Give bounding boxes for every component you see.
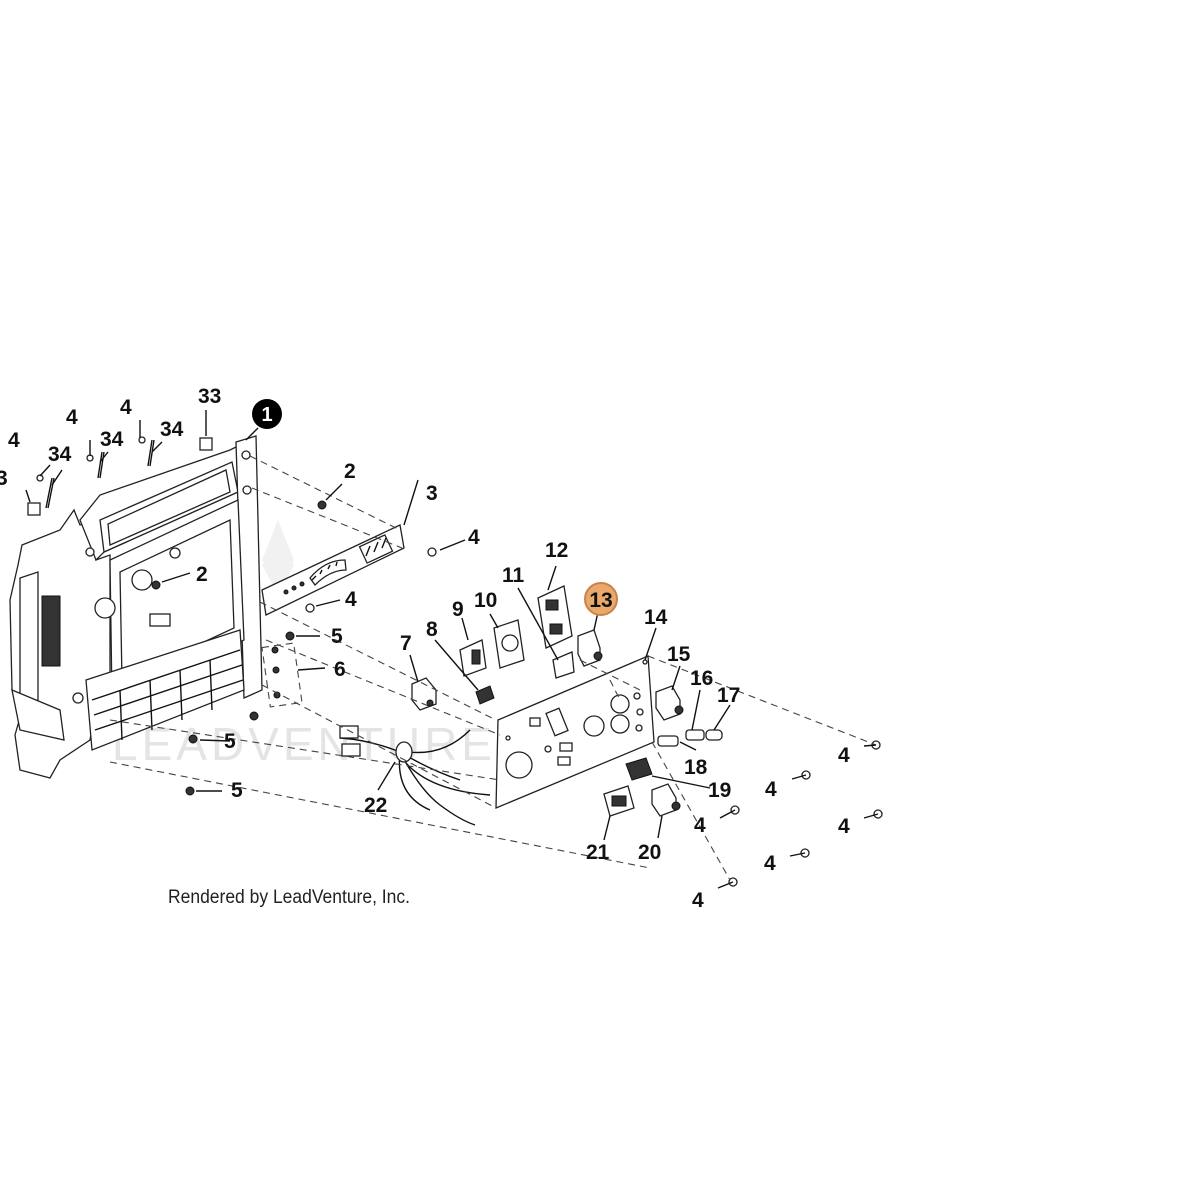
callout-4[interactable]: 4 — [765, 778, 777, 801]
callout-9[interactable]: 9 — [452, 598, 464, 621]
callout-4[interactable]: 4 — [66, 406, 78, 429]
callout-18[interactable]: 18 — [684, 756, 708, 779]
fitting-16[interactable] — [685, 729, 705, 741]
watermark-text: LEADVENTURE — [112, 718, 496, 770]
svg-text:1: 1 — [261, 404, 272, 426]
duplex-outlet-12[interactable] — [537, 585, 573, 649]
callout-22[interactable]: 22 — [364, 794, 387, 817]
watermark-logo — [262, 520, 294, 595]
outlet-10[interactable] — [493, 619, 525, 669]
bracket-11[interactable] — [552, 651, 575, 679]
usb-19[interactable] — [625, 757, 653, 781]
callout-34[interactable]: 34 — [160, 418, 184, 441]
housing-panel[interactable] — [9, 435, 263, 779]
callout-4[interactable]: 4 — [8, 429, 20, 452]
svg-text:13: 13 — [589, 589, 612, 612]
callout-2[interactable]: 2 — [344, 460, 356, 483]
breaker-7[interactable] — [411, 677, 437, 711]
callout-8[interactable]: 8 — [426, 618, 438, 641]
callout-4[interactable]: 4 — [764, 852, 776, 875]
faceplate-decal[interactable] — [261, 524, 405, 616]
callout-10[interactable]: 10 — [474, 589, 497, 612]
callout-13[interactable]: 13 — [584, 582, 618, 616]
callout-17[interactable]: 17 — [717, 684, 740, 707]
hardware-group-6 — [261, 642, 303, 708]
callout-4[interactable]: 4 — [692, 889, 704, 912]
callout-4[interactable]: 4 — [694, 814, 706, 837]
callout-4[interactable]: 4 — [468, 526, 480, 549]
callout-11[interactable]: 11 — [502, 564, 525, 587]
callout-4[interactable]: 4 — [838, 744, 850, 767]
callout-5[interactable]: 5 — [331, 625, 343, 648]
callout-4[interactable]: 4 — [838, 815, 850, 838]
callout-16[interactable]: 16 — [690, 667, 713, 690]
switch-8[interactable] — [475, 685, 495, 705]
fitting-17[interactable] — [705, 729, 723, 741]
assembly-lines — [109, 455, 877, 881]
callout-33[interactable]: 33 — [198, 385, 221, 408]
callout-3[interactable]: 3 — [0, 467, 8, 490]
callout-5[interactable]: 5 — [224, 730, 236, 753]
callout-3[interactable]: 3 — [426, 482, 438, 505]
outlet-9[interactable] — [459, 639, 487, 677]
callout-6[interactable]: 6 — [334, 658, 346, 681]
callout-12[interactable]: 12 — [545, 539, 568, 562]
callout-21[interactable]: 21 — [586, 841, 610, 864]
callout-15[interactable]: 15 — [667, 643, 691, 666]
springs-34 — [45, 439, 155, 509]
callout-4[interactable]: 4 — [120, 396, 132, 419]
callout-2[interactable]: 2 — [196, 563, 208, 586]
callout-5[interactable]: 5 — [231, 779, 243, 802]
render-credit: Rendered by LeadVenture, Inc. — [168, 887, 410, 908]
callout-1[interactable]: 1 — [252, 399, 282, 429]
callout-20[interactable]: 20 — [638, 841, 661, 864]
wire-harness-22[interactable] — [339, 725, 491, 826]
callout-14[interactable]: 14 — [644, 606, 668, 629]
callout-34[interactable]: 34 — [100, 428, 124, 451]
callout-7[interactable]: 7 — [400, 632, 412, 655]
control-panel-plate[interactable] — [495, 655, 655, 809]
breaker-20[interactable] — [651, 783, 681, 817]
leader-lines — [25, 410, 879, 889]
outlet-21[interactable] — [603, 785, 635, 817]
breaker-15[interactable] — [655, 685, 684, 721]
fitting-18[interactable] — [657, 735, 679, 747]
callout-4[interactable]: 4 — [345, 588, 357, 611]
callout-19[interactable]: 19 — [708, 779, 731, 802]
breaker-13[interactable] — [577, 629, 603, 667]
callout-34[interactable]: 34 — [48, 443, 72, 466]
